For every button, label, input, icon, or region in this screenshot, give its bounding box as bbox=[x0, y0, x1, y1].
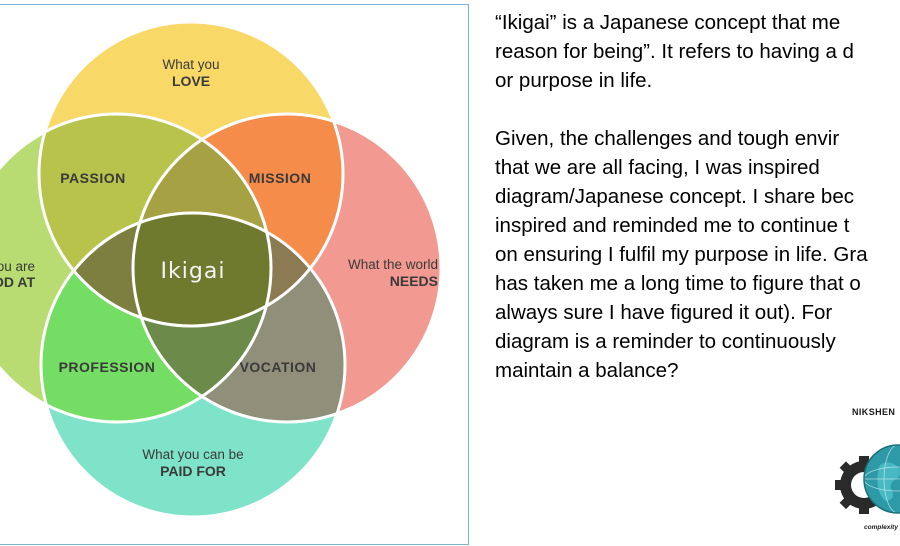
ikigai-venn-svg: What you LOVE ou are OD AT What the worl… bbox=[0, 20, 443, 519]
description-text: “Ikigai” is a Japanese concept that me r… bbox=[495, 8, 900, 385]
globe-gear-icon bbox=[835, 444, 900, 514]
text-line: diagram is a reminder to continuously bbox=[495, 330, 836, 353]
text-line: on ensuring I fulfil my purpose in life.… bbox=[495, 243, 868, 266]
text-line: maintain a balance? bbox=[495, 359, 679, 382]
paid-for-line1: What you can be bbox=[142, 447, 243, 462]
text-line: reason for being”. It refers to having a… bbox=[495, 40, 854, 63]
paragraph-reflection: Given, the challenges and tough envir th… bbox=[495, 124, 900, 385]
logo-brand-text: NIKSHEN bbox=[852, 407, 896, 417]
profession-label: PROFESSION bbox=[59, 359, 156, 375]
nikshen-logo: NIKSHEN complexity bbox=[828, 405, 900, 546]
text-line: always sure I have figured it out). For bbox=[495, 301, 833, 324]
text-line: has taken me a long time to figure that … bbox=[495, 272, 861, 295]
paragraph-intro: “Ikigai” is a Japanese concept that me r… bbox=[495, 8, 900, 95]
love-line2: LOVE bbox=[172, 73, 210, 89]
text-line: or purpose in life. bbox=[495, 69, 653, 92]
vocation-label: VOCATION bbox=[240, 359, 317, 375]
good-at-line2: OD AT bbox=[0, 274, 35, 290]
text-line: diagram/Japanese concept. I share bec bbox=[495, 185, 854, 208]
love-line1: What you bbox=[162, 57, 219, 72]
text-line: Given, the challenges and tough envir bbox=[495, 127, 840, 150]
mission-label: MISSION bbox=[249, 170, 312, 186]
passion-label: PASSION bbox=[60, 170, 125, 186]
ikigai-diagram: What you LOVE ou are OD AT What the worl… bbox=[0, 4, 469, 545]
text-line: that we are all facing, I was inspired bbox=[495, 156, 820, 179]
world-needs-line2: NEEDS bbox=[390, 273, 438, 289]
logo-tagline: complexity bbox=[864, 524, 898, 531]
ikigai-center-label: Ikigai bbox=[161, 259, 226, 284]
text-line: inspired and reminded me to continue t bbox=[495, 214, 850, 237]
text-line: “Ikigai” is a Japanese concept that me bbox=[495, 11, 841, 34]
paid-for-line2: PAID FOR bbox=[160, 463, 226, 479]
good-at-line1: ou are bbox=[0, 259, 35, 274]
world-needs-line1: What the world bbox=[348, 257, 438, 272]
